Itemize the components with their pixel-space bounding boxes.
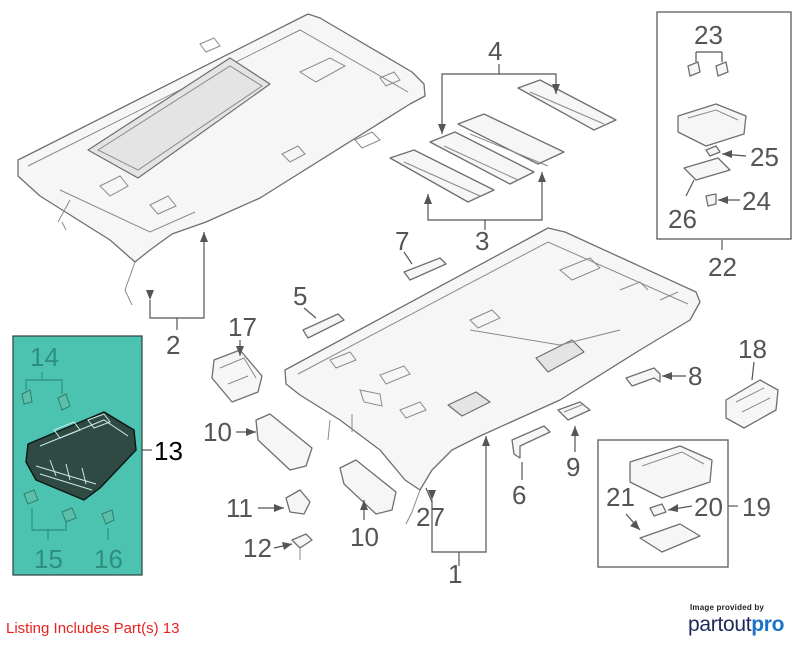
callout-20[interactable]: 20 (694, 492, 723, 522)
callout-23[interactable]: 23 (694, 20, 723, 50)
listing-includes-note: Listing Includes Part(s) 13 (6, 620, 180, 637)
callout-18[interactable]: 18 (738, 334, 767, 364)
callout-6[interactable]: 6 (512, 480, 526, 510)
callout-1[interactable]: 1 (448, 559, 462, 589)
callout-7[interactable]: 7 (395, 226, 409, 256)
assist-grip-5 (302, 313, 345, 339)
callout-8[interactable]: 8 (688, 361, 702, 391)
inset-box-22 (656, 11, 792, 240)
map-lamp-17 (211, 349, 263, 403)
callout-19[interactable]: 19 (742, 492, 771, 522)
image-provided-by-label: Image provided by (690, 603, 765, 612)
callout-26[interactable]: 26 (668, 204, 697, 234)
callout-3[interactable]: 3 (475, 226, 489, 256)
image-credit: Image provided by partoutpro (688, 603, 798, 637)
callout-25[interactable]: 25 (750, 142, 779, 172)
callout-12[interactable]: 12 (243, 533, 272, 563)
clip-11 (285, 489, 311, 515)
assist-grip-6 (511, 425, 551, 459)
callout-11[interactable]: 11 (226, 493, 253, 523)
brand-suffix: pro (751, 613, 785, 636)
upper-headliner-panel (17, 13, 426, 306)
brand-prefix: partout (688, 613, 752, 636)
callout-22[interactable]: 22 (708, 252, 737, 282)
callout-27[interactable]: 27 (416, 502, 445, 532)
screw-12 (291, 533, 313, 560)
callout-5[interactable]: 5 (293, 281, 307, 311)
lamp-18 (725, 379, 779, 429)
callout-24[interactable]: 24 (742, 186, 771, 216)
lower-headliner-panel (284, 227, 701, 525)
clip-9 (557, 401, 591, 421)
callout-21[interactable]: 21 (606, 482, 635, 512)
callout-10-visor-right[interactable]: 10 (350, 522, 379, 552)
room-lamp-assembly (677, 61, 747, 207)
sun-visor-10b (339, 459, 397, 515)
callout-10-visor-left[interactable]: 10 (203, 417, 232, 447)
callout-16[interactable]: 16 (94, 544, 123, 574)
callout-14[interactable]: 14 (30, 342, 59, 372)
sunshade-panels (389, 79, 617, 203)
assist-grip-7 (403, 257, 447, 281)
assist-grip-8 (625, 367, 661, 387)
sun-visor-10a (255, 413, 313, 471)
callout-labels: 1 2 3 4 5 6 7 8 9 10 10 11 12 13 14 15 1… (30, 20, 779, 589)
inset-box-19 (597, 439, 729, 568)
callout-2[interactable]: 2 (166, 330, 180, 360)
callout-4[interactable]: 4 (488, 36, 502, 66)
overhead-console-13[interactable] (21, 389, 137, 525)
callout-13[interactable]: 13 (154, 436, 183, 466)
callout-9[interactable]: 9 (566, 452, 580, 482)
partoutpro-logo[interactable]: partoutpro (688, 613, 798, 637)
callout-15[interactable]: 15 (34, 544, 63, 574)
callout-17[interactable]: 17 (228, 312, 257, 342)
arrowheads (146, 84, 732, 550)
dome-lamp-assembly (629, 445, 713, 553)
